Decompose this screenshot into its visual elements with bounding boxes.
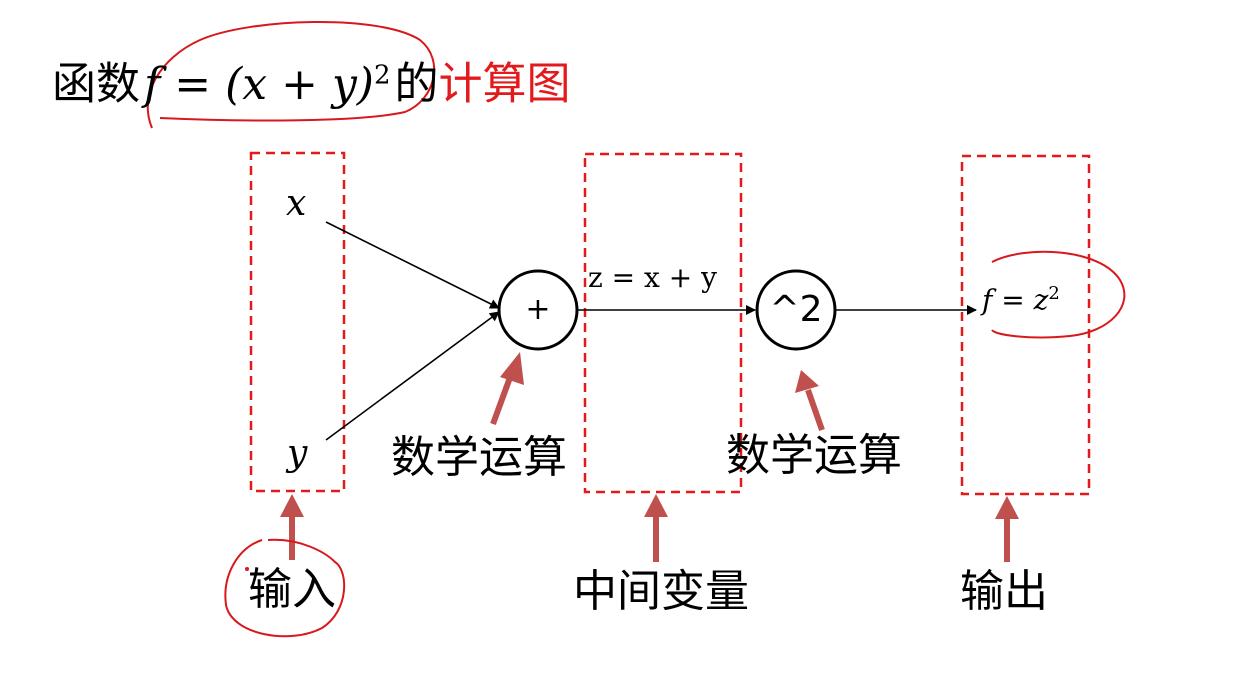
square-node-label: ^2 bbox=[769, 289, 823, 330]
output-group-box bbox=[960, 154, 1091, 496]
handwritten-loop-output bbox=[991, 250, 1126, 339]
input-group-box bbox=[249, 151, 346, 493]
pointer-arrow-add bbox=[490, 352, 524, 426]
title-highlight: 计算图 bbox=[438, 58, 571, 110]
title-formula: f = (x + y)2 bbox=[144, 59, 391, 110]
caption-input: 输入 bbox=[248, 564, 336, 615]
caption-intermediate: 中间变量 bbox=[573, 566, 749, 617]
intermediate-group-box bbox=[583, 152, 743, 494]
pointer-arrow-square bbox=[795, 370, 825, 431]
title-mid: 的 bbox=[394, 58, 439, 110]
title-prefix: 函数 bbox=[52, 58, 140, 110]
input-x-label: x bbox=[286, 183, 307, 224]
output-formula-base: f = z bbox=[982, 283, 1049, 317]
caption-op1: 数学运算 bbox=[391, 432, 567, 483]
edge-y-to-add bbox=[325, 311, 500, 441]
caption-op2: 数学运算 bbox=[726, 430, 902, 481]
pointer-arrow-input bbox=[280, 494, 304, 560]
title-formula-exponent: 2 bbox=[373, 60, 391, 90]
title-formula-base: f = (x + y) bbox=[144, 58, 374, 110]
intermediate-formula: z = x + y bbox=[588, 261, 717, 294]
square-node bbox=[755, 269, 837, 351]
output-formula-exponent: 2 bbox=[1048, 283, 1060, 304]
input-y-label: y bbox=[287, 433, 308, 474]
output-formula: f = z2 bbox=[982, 285, 1060, 314]
edge-x-to-add bbox=[325, 221, 500, 309]
handwritten-loop-input bbox=[224, 538, 346, 638]
pointer-arrow-output bbox=[995, 496, 1019, 562]
add-node-label: + bbox=[525, 292, 551, 327]
slide-title: 函数f = (x + y)2的计算图 bbox=[52, 40, 571, 110]
handwritten-dot bbox=[245, 567, 249, 571]
add-node bbox=[497, 269, 579, 351]
handwritten-loop-title bbox=[146, 21, 436, 129]
caption-output: 输出 bbox=[960, 566, 1048, 617]
pointer-arrow-intermediate bbox=[644, 494, 668, 562]
